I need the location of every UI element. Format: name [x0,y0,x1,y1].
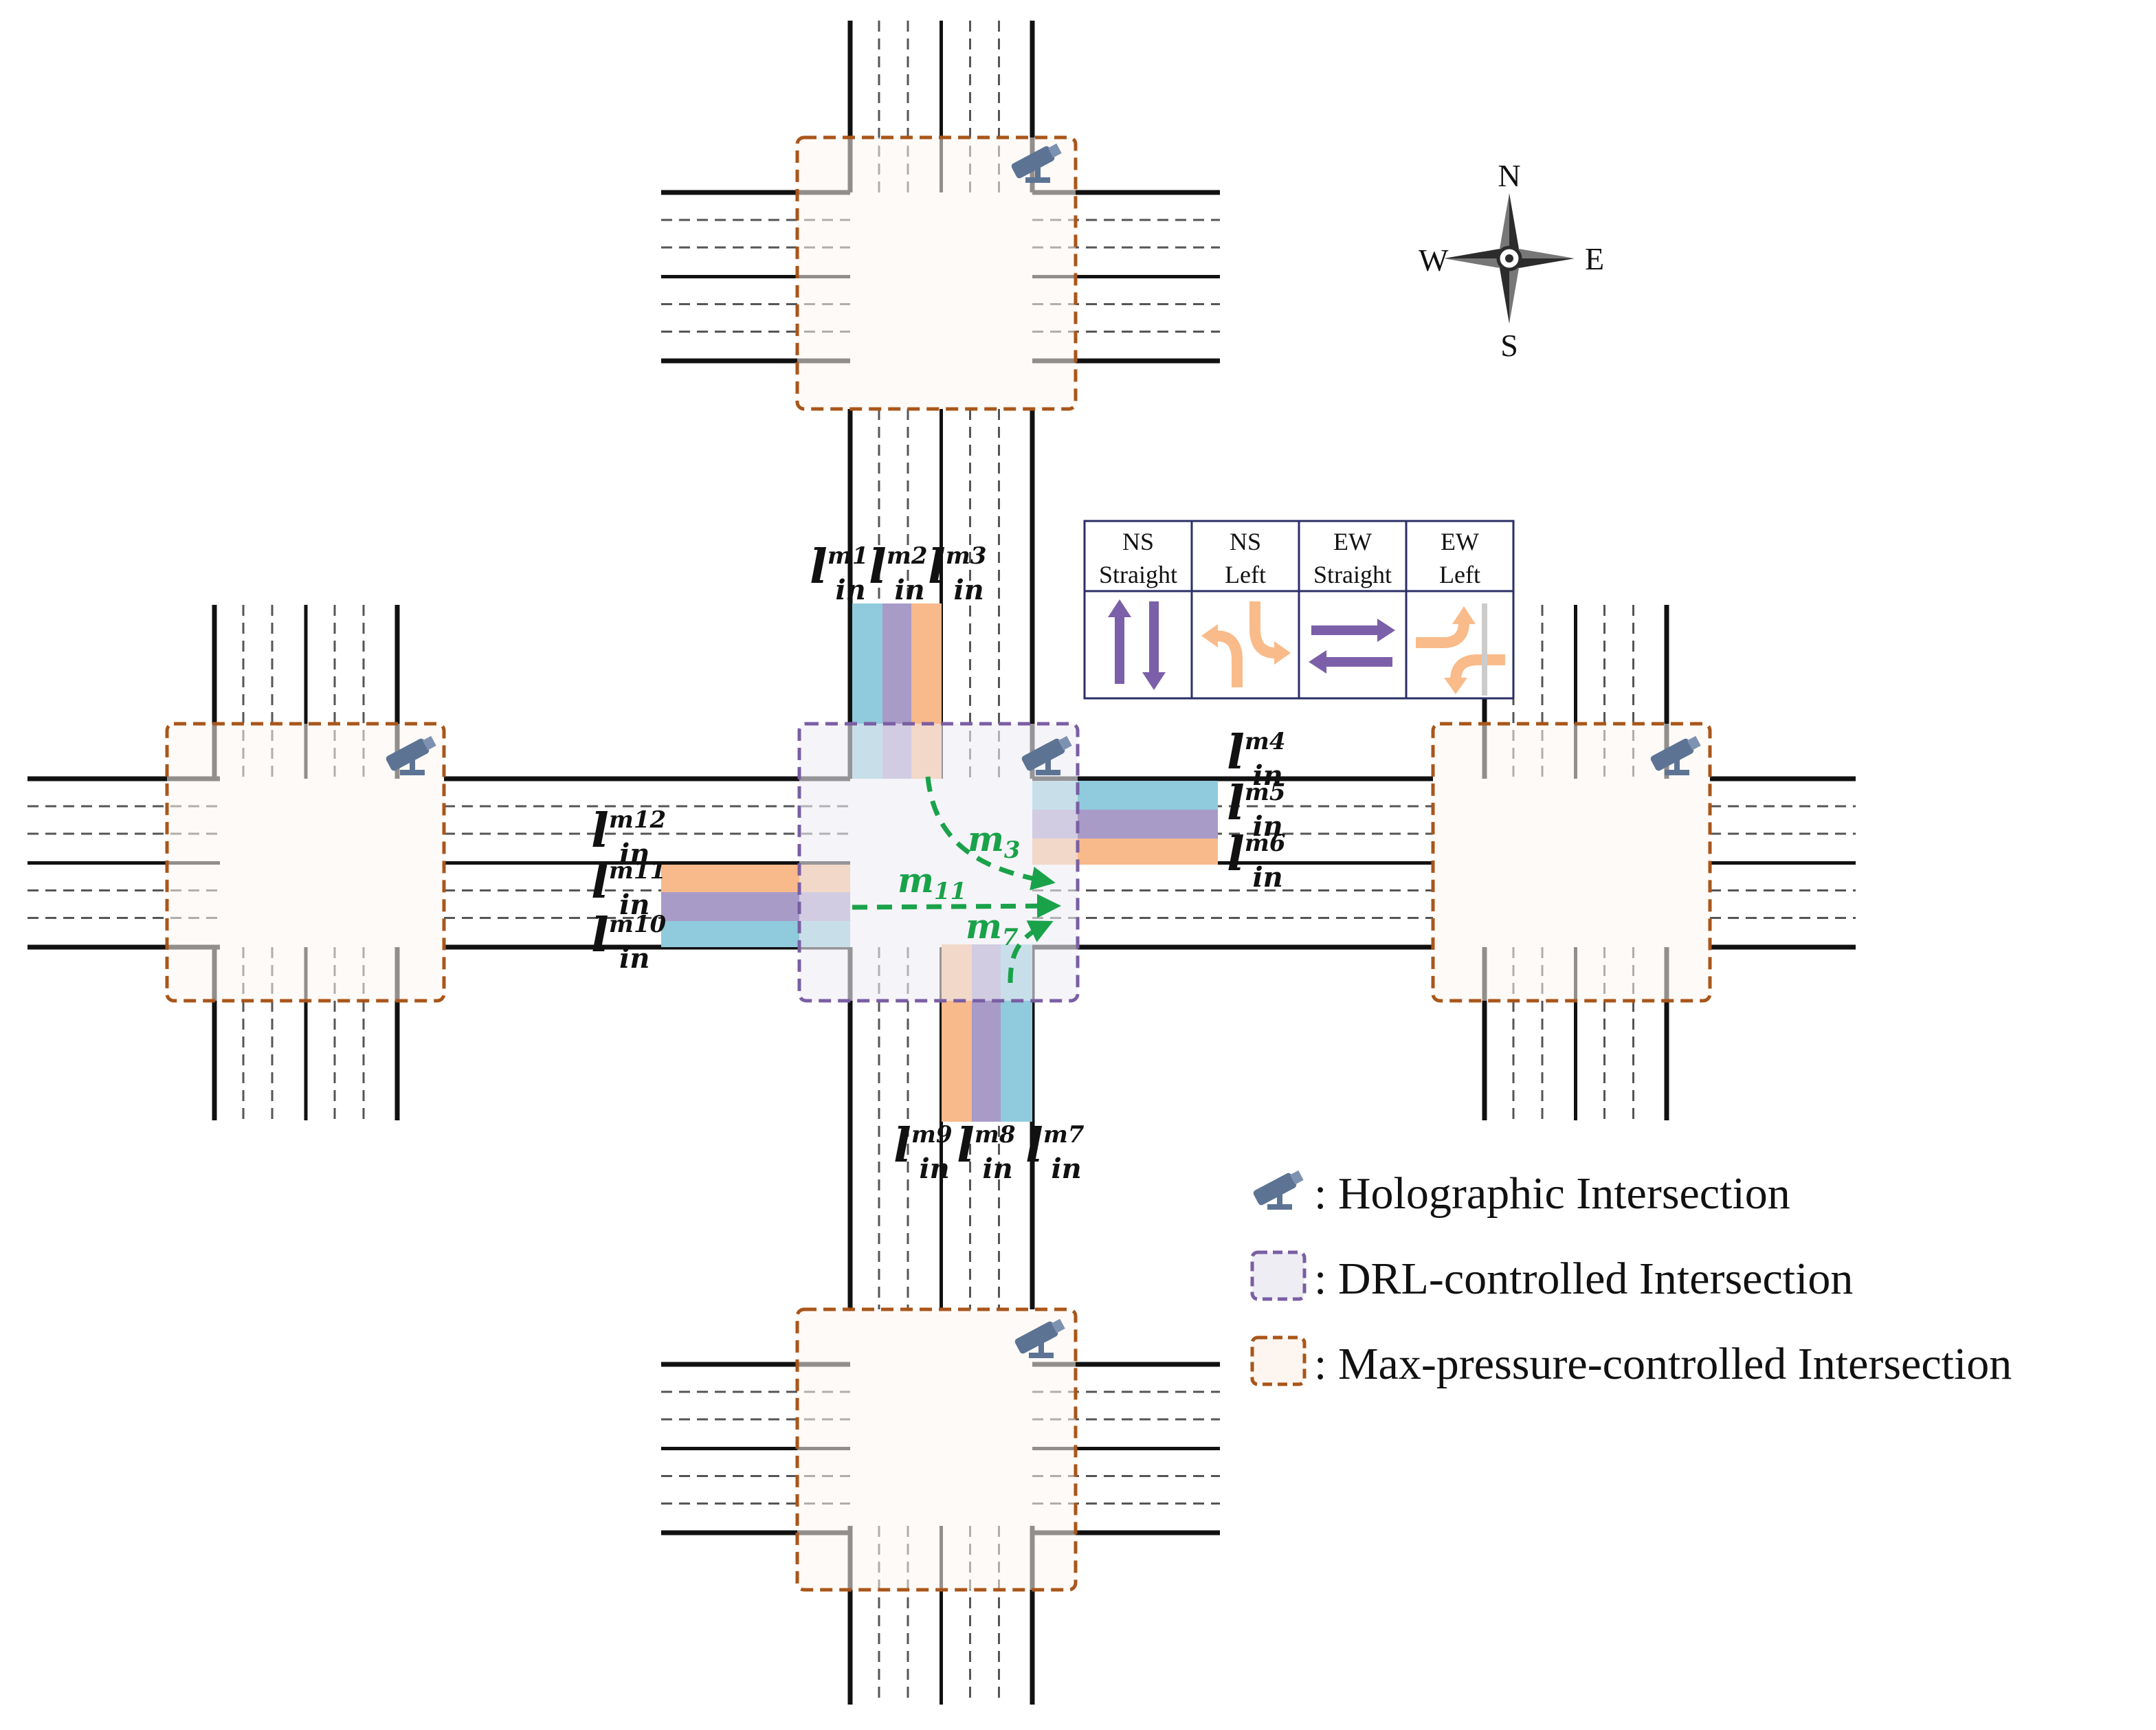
maxpressure-intersection-south [795,1307,1078,1592]
ns-left-icon [1201,601,1291,687]
legend: : Holographic Intersection : DRL-control… [1250,1168,2012,1389]
legend-holographic: : Holographic Intersection [1314,1168,1790,1219]
legend-maxpressure: : Max-pressure-controlled Intersection [1314,1339,2012,1389]
phase-3-line2: Straight [1313,561,1392,588]
movement-arrow-m7 [1008,920,1054,984]
compass-east: E [1585,241,1604,276]
legend-drl: : DRL-controlled Intersection [1314,1254,1853,1304]
phase-4-line2: Left [1439,561,1480,588]
compass-south: S [1500,328,1518,363]
movement-arrow-m3 [925,776,1056,891]
ns-straight-icon [1108,599,1166,690]
compass-rose: N S E W [1419,158,1604,363]
movement-arrow-m11 [852,894,1061,918]
maxpressure-intersection-west [165,722,446,1003]
ew-left-icon [1416,603,1505,696]
maxpressure-intersection-north [795,135,1078,411]
phase-4-line1: EW [1441,528,1479,555]
phase-2-line1: NS [1230,528,1261,555]
legend-camera-icon [1252,1170,1304,1210]
phase-2-line2: Left [1225,561,1266,588]
legend-drl-swatch [1250,1250,1307,1301]
phase-3-line1: EW [1333,528,1372,555]
maxpressure-intersection-east [1431,722,1712,1003]
legend-maxpressure-swatch [1250,1335,1307,1386]
compass-west: W [1419,243,1449,278]
drl-intersection-center [797,722,1080,1003]
ew-straight-icon [1309,619,1395,674]
phase-1-line1: NS [1122,528,1154,555]
phase-table: NS Straight NS Left EW Straight EW Left [1083,520,1515,700]
compass-north: N [1498,158,1520,193]
intersection-boxes [165,135,1712,1592]
phase-1-line2: Straight [1099,561,1177,588]
